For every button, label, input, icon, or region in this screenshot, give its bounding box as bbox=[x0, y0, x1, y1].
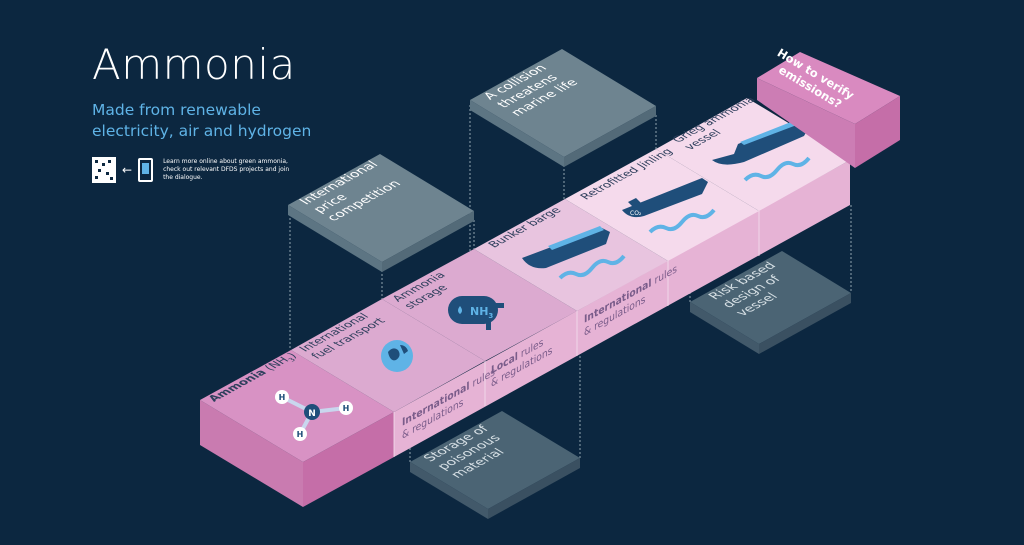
subtitle-line: electricity, air and hydrogen bbox=[92, 122, 312, 140]
bunker-barge-icon bbox=[522, 226, 610, 269]
svg-text:N: N bbox=[308, 409, 316, 419]
arrow-left-icon: ← bbox=[122, 163, 133, 177]
svg-text:H: H bbox=[279, 393, 286, 402]
grieg-ammonia-vessel-icon bbox=[712, 120, 812, 165]
page-title: Ammonia bbox=[92, 40, 296, 89]
ammonia-molecule-icon: N H H H bbox=[275, 390, 353, 441]
panel-collision-marine-life: A collision threatens marine life bbox=[470, 49, 656, 167]
svg-text:CO₂: CO₂ bbox=[630, 210, 642, 217]
panel-international-price-competition: International price competition bbox=[288, 154, 474, 272]
retrofitted-ship-icon: CO₂ bbox=[622, 178, 708, 218]
storage-tank-icon: NH3 bbox=[448, 296, 504, 330]
svg-text:H: H bbox=[297, 430, 304, 439]
strip-left-face bbox=[200, 400, 303, 507]
strip-front-face bbox=[394, 160, 850, 457]
end-cap-how-to-verify-emissions[interactable]: How to verify emissions? bbox=[757, 46, 900, 168]
qr-caption: Learn more online about green ammonia, c… bbox=[163, 158, 290, 181]
svg-text:H: H bbox=[343, 404, 350, 413]
waves-icon bbox=[648, 208, 716, 234]
svg-text:NH3: NH3 bbox=[470, 305, 493, 320]
subtitle-line: Made from renewable bbox=[92, 101, 261, 119]
qr-callout: ← Learn more online about green ammonia,… bbox=[92, 157, 298, 183]
connector-lines bbox=[289, 105, 852, 462]
strip-front-face-ammonia bbox=[303, 412, 394, 507]
panel-storage-poisonous: Storage of poisonous material bbox=[410, 411, 580, 519]
waves-icon bbox=[743, 156, 811, 182]
phone-icon bbox=[138, 158, 154, 182]
globe-icon bbox=[381, 340, 413, 372]
qr-code-icon[interactable] bbox=[92, 157, 116, 183]
subtitle: Made from renewable electricity, air and… bbox=[92, 100, 311, 142]
waves-icon bbox=[558, 254, 626, 280]
